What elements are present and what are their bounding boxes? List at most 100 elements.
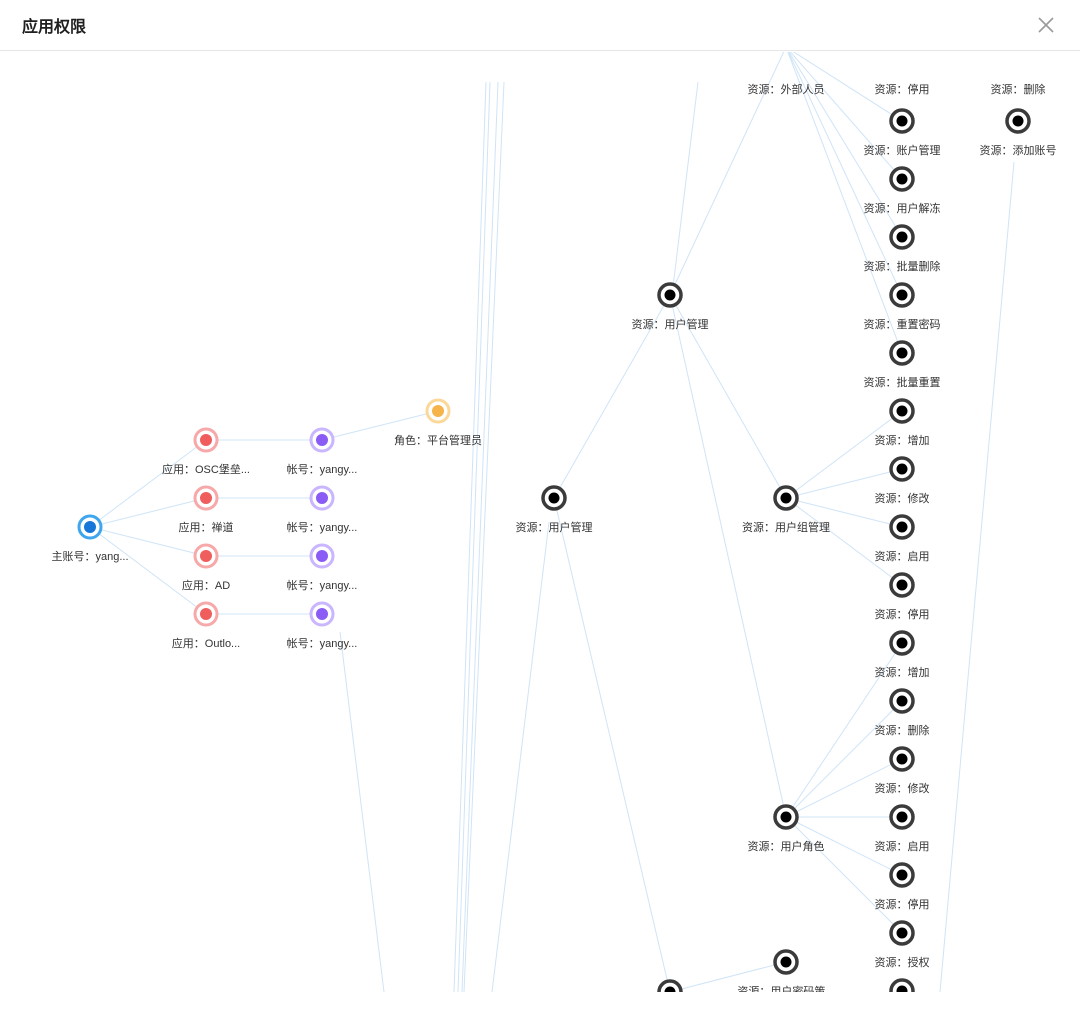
edge-rGroup-c9 (785, 497, 903, 586)
node-c14[interactable]: 资源：停用 (875, 862, 930, 911)
node-label: 帐号：yangy... (287, 579, 358, 592)
node-label: 资源：删除 (991, 82, 1046, 96)
node-dot (548, 492, 560, 504)
edge-acc1-role1 (321, 410, 439, 441)
edge-rGroup-c6 (785, 410, 903, 499)
node-c15[interactable]: 资源：授权 (875, 920, 930, 969)
node-dot (664, 289, 676, 301)
node-app3[interactable]: 应用：AD (182, 543, 230, 592)
node-dot (896, 579, 908, 591)
node-dot (316, 550, 328, 562)
node-dot (316, 608, 328, 620)
dialog-header: 应用权限 (0, 0, 1080, 51)
node-acc1[interactable]: 帐号：yangy... (287, 427, 358, 476)
node-c10[interactable]: 资源：增加 (875, 630, 930, 679)
edge-rGroup-c7 (785, 468, 903, 499)
node-c1[interactable]: 资源：账户管理 (864, 108, 941, 157)
node-rPwd[interactable]: 资源：用户密码策... (737, 949, 835, 992)
node-acc2[interactable]: 帐号：yangy... (287, 485, 358, 534)
node-label: 资源：停用 (875, 607, 930, 621)
node-rGroup[interactable]: 资源：用户组管理 (742, 485, 830, 534)
node-rRole[interactable]: 资源：用户角色 (748, 804, 825, 853)
node-c0: 资源：停用 (875, 82, 930, 96)
node-label: 资源：用户组管理 (742, 520, 830, 534)
node-dot (316, 434, 328, 446)
node-label: 资源：批量重置 (864, 375, 941, 389)
node-c16[interactable] (889, 978, 915, 992)
node-c12[interactable]: 资源：修改 (875, 746, 930, 795)
node-acc3[interactable]: 帐号：yangy... (287, 543, 358, 592)
node-label: 资源：授权 (875, 955, 930, 969)
node-dot (896, 811, 908, 823)
node-label: 资源：外部人员 (748, 82, 825, 96)
node-dot (896, 115, 908, 127)
node-c8[interactable]: 资源：启用 (875, 514, 930, 563)
node-rExt: 资源：外部人员 (748, 82, 825, 96)
node-dot (200, 608, 212, 620)
node-rMid[interactable]: 资源：用户管理 (516, 485, 593, 534)
node-label: 资源：删除 (875, 723, 930, 737)
node-app1[interactable]: 应用：OSC堡垒... (162, 427, 250, 476)
node-label: 资源：启用 (875, 549, 930, 563)
node-app4[interactable]: 应用：Outlo... (172, 601, 240, 650)
node-label: 资源：批量删除 (864, 259, 941, 273)
node-dot (200, 492, 212, 504)
edge-rExt-c2 (789, 52, 903, 180)
node-dot (896, 753, 908, 765)
node-label: 资源：增加 (875, 665, 930, 679)
node-app2[interactable]: 应用：禅道 (179, 485, 234, 534)
edge-main-app2 (89, 497, 207, 528)
edge-rTop-rRole (669, 294, 787, 818)
permission-graph[interactable]: 主账号：yang... 应用：OSC堡垒... 应用：禅道应用：AD 应用：Outlo… (0, 52, 1080, 992)
node-label: 帐号：yangy... (287, 521, 358, 534)
node-c6[interactable]: 资源：增加 (875, 398, 930, 447)
node-label: 资源：停用 (875, 897, 930, 911)
edge-rRole-c10 (785, 642, 903, 818)
edge-line (457, 81, 491, 992)
node-dot (896, 463, 908, 475)
node-dot (896, 289, 908, 301)
edge-line (339, 631, 385, 992)
node-dot (200, 434, 212, 446)
node-label: 资源：用户密码策... (737, 984, 834, 992)
edge-line (939, 161, 1015, 992)
node-rTop[interactable]: 资源：用户管理 (632, 282, 709, 331)
node-c2[interactable]: 资源：用户解冻 (864, 166, 941, 215)
node-label: 资源：用户管理 (516, 520, 593, 534)
node-dot (780, 956, 792, 968)
node-c4[interactable]: 资源：重置密码 (864, 282, 941, 331)
node-d1[interactable]: 资源：添加账号 (980, 108, 1057, 157)
node-label: 资源：修改 (875, 781, 930, 795)
node-c13[interactable]: 资源：启用 (875, 804, 930, 853)
edge-main-app4 (89, 526, 207, 615)
node-c5[interactable]: 资源：批量重置 (864, 340, 941, 389)
edge-rTop-rExt (669, 52, 785, 296)
node-c11[interactable]: 资源：删除 (875, 688, 930, 737)
node-d0: 资源：删除 (991, 82, 1046, 96)
edge-rRole-c12 (785, 758, 903, 818)
node-dot (896, 347, 908, 359)
node-label: 应用：OSC堡垒... (162, 462, 250, 476)
node-acc4[interactable]: 帐号：yangy... (287, 601, 358, 650)
edge-rExt-c4 (787, 52, 903, 296)
node-label: 资源：启用 (875, 839, 930, 853)
node-c7[interactable]: 资源：修改 (875, 456, 930, 505)
node-rBot[interactable] (657, 979, 683, 992)
node-dot (780, 811, 792, 823)
node-c9[interactable]: 资源：停用 (875, 572, 930, 621)
node-dot (664, 986, 676, 992)
node-label: 资源：停用 (875, 82, 930, 96)
node-role1[interactable]: 角色：平台管理员 (394, 398, 482, 447)
node-dot (896, 695, 908, 707)
edge-rRole-c15 (785, 816, 903, 934)
close-icon[interactable] (1034, 13, 1058, 37)
node-c3[interactable]: 资源：批量删除 (864, 224, 941, 273)
node-dot (896, 173, 908, 185)
node-label: 资源：增加 (875, 433, 930, 447)
edge-main-app1 (89, 439, 207, 528)
node-main[interactable]: 主账号：yang... (51, 514, 129, 563)
node-dot (896, 405, 908, 417)
page-title: 应用权限 (22, 19, 87, 36)
edge-rRole-c11 (785, 700, 903, 818)
